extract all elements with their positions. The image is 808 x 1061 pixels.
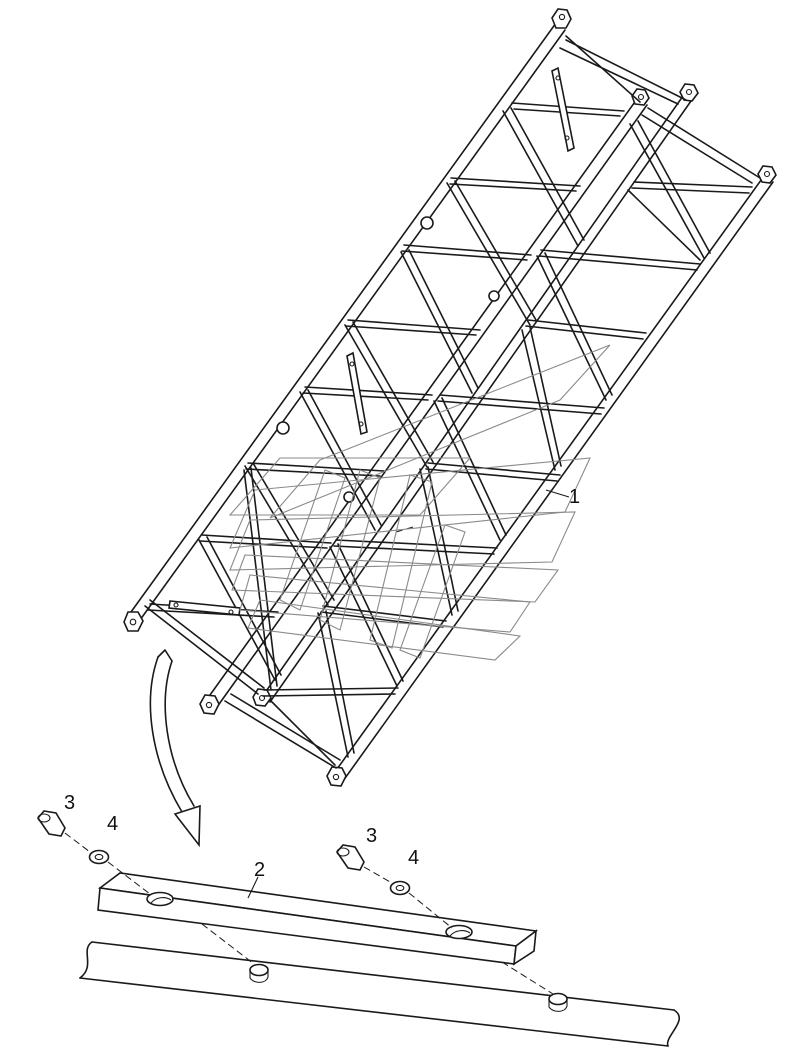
assembly-lines: [64, 832, 554, 995]
base-beam: [79, 941, 681, 1047]
left-fasteners: [36, 810, 110, 865]
leader-lines: [247, 489, 570, 899]
callout-bar: 2: [254, 859, 265, 881]
hidden-position-mark: [395, 526, 414, 533]
far-end-bracing: [559, 35, 761, 184]
frame-bosses: [276, 216, 500, 503]
side-face-members: [243, 120, 753, 758]
bar-part: [97, 872, 539, 966]
top-face-rungs: [147, 102, 625, 618]
top-face-diagonals: [198, 107, 585, 681]
callout-frame-section: 1: [569, 486, 580, 508]
ghost-bar-positions: [228, 344, 611, 661]
right-fasteners: [335, 844, 411, 896]
callout-washer-right: 4: [408, 847, 419, 869]
callout-bolt-left: 3: [64, 792, 75, 814]
callout-washer-left: 4: [107, 813, 118, 835]
near-end-bracing: [144, 599, 341, 769]
callout-bolt-right: 3: [366, 825, 377, 847]
lattice-frame: [123, 8, 777, 787]
assembly-direction-arrow: [149, 649, 201, 848]
frame-plates: [168, 66, 575, 616]
end-lugs: [123, 8, 777, 787]
